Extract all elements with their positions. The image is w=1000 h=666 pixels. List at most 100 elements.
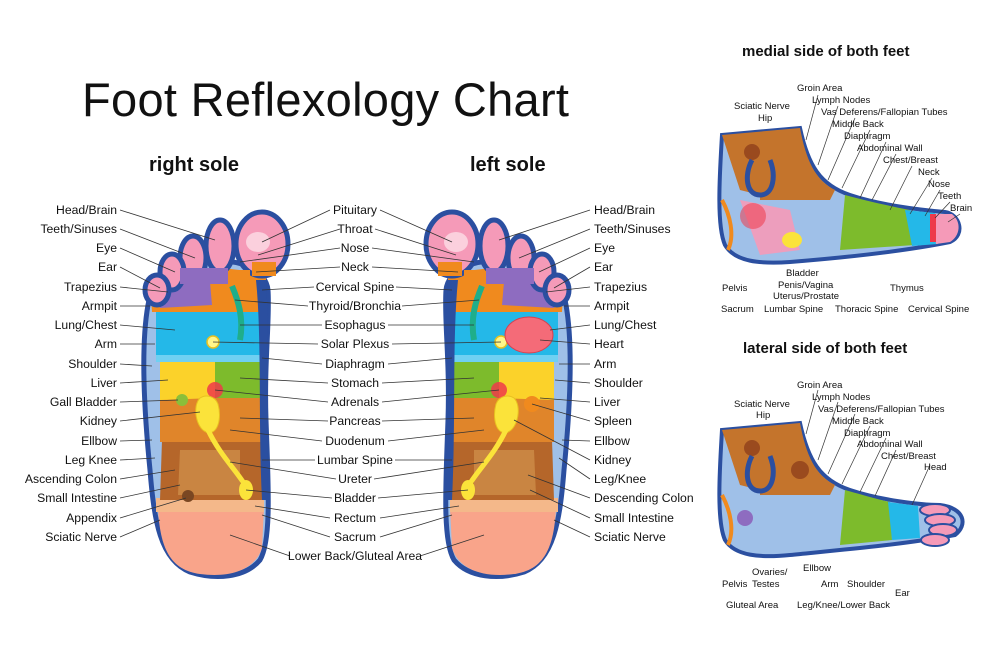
lateral-label-ellbow: Ellbow: [803, 563, 831, 574]
medial-side-title: medial side of both feet: [742, 43, 910, 60]
center-label-stomach: Stomach: [330, 376, 380, 390]
right-label-sciatic-nerve: Sciatic Nerve: [45, 530, 117, 544]
lateral-label-sciatic: Sciatic Nerve: [734, 399, 790, 410]
side-leaders: [805, 94, 961, 506]
lateral-label-middle-back: Middle Back: [832, 416, 884, 427]
left-label-eye: Eye: [594, 241, 616, 255]
medial-label-groin: Groin Area: [797, 83, 843, 94]
medial-label-neck: Neck: [918, 167, 940, 178]
center-label-lumbar-spine: Lumbar Spine: [317, 453, 393, 467]
medial-label-nose: Nose: [928, 179, 951, 190]
medial-label-vas: Vas Deferens/Fallopian Tubes: [821, 107, 948, 118]
right-label-eye: Eye: [95, 241, 117, 255]
medial-label-pelvis: Pelvis: [722, 283, 748, 294]
lateral-label-abdominal: Abdominal Wall: [857, 439, 923, 450]
right-label-kidney: Kidney: [79, 414, 117, 428]
left-label-arm: Arm: [594, 357, 617, 371]
medial-label-sacrum: Sacrum: [721, 304, 754, 315]
lateral-label-diaphragm: Diaphragm: [844, 428, 891, 439]
left-label-shoulder: Shoulder: [594, 376, 643, 390]
right-label-small-intestine: Small Intestine: [37, 491, 117, 505]
right-label-head-brain: Head/Brain: [56, 203, 117, 217]
left-label-trapezius: Trapezius: [594, 280, 648, 294]
lateral-label-lymph: Lymph Nodes: [812, 392, 871, 403]
lateral-label-groin: Groin Area: [797, 380, 843, 391]
medial-label-chest: Chest/Breast: [883, 155, 938, 166]
medial-label-middle-back: Middle Back: [832, 119, 884, 130]
right-label-arm: Arm: [94, 337, 117, 351]
lateral-label-ovaries: Ovaries/: [752, 567, 788, 578]
left-label-lung-chest: Lung/Chest: [594, 318, 657, 332]
center-label-neck: Neck: [341, 260, 369, 274]
center-label-duodenum: Duodenum: [325, 434, 385, 448]
center-label-throat: Throat: [337, 222, 373, 236]
lateral-label-hip: Hip: [756, 410, 771, 421]
right-label-ellbow: Ellbow: [81, 434, 117, 448]
medial-label-hip: Hip: [758, 113, 773, 124]
right-sole-title: right sole: [149, 154, 240, 176]
center-label-nose: Nose: [340, 241, 370, 255]
center-leaders: [212, 209, 502, 557]
medial-label-lymph: Lymph Nodes: [812, 95, 871, 106]
right-label-shoulder: Shoulder: [68, 357, 117, 371]
left-sole-foot: [423, 209, 573, 579]
right-label-armpit: Armpit: [81, 299, 117, 313]
left-label-ellbow: Ellbow: [594, 434, 630, 448]
left-label-kidney: Kidney: [594, 453, 632, 467]
left-label-armpit: Armpit: [594, 299, 630, 313]
right-label-trapezius: Trapezius: [63, 280, 117, 294]
right-label-appendix: Appendix: [66, 511, 117, 525]
left-label-heart: Heart: [594, 337, 624, 351]
center-label-sacrum: Sacrum: [334, 530, 376, 544]
lateral-label-ear: Ear: [895, 588, 910, 599]
lateral-label-shoulder: Shoulder: [847, 579, 886, 590]
left-sole-title: left sole: [470, 154, 546, 176]
medial-label-teeth: Teeth: [938, 191, 962, 202]
right-label-lung-chest: Lung/Chest: [54, 318, 117, 332]
center-label-bladder: Bladder: [333, 491, 376, 505]
center-label-solar-plexus: Solar Plexus: [320, 337, 390, 351]
left-label-head-brain: Head/Brain: [594, 203, 655, 217]
lateral-label-chest: Chest/Breast: [881, 451, 936, 462]
lateral-foot: [717, 420, 965, 559]
medial-label-sciatic: Sciatic Nerve: [734, 101, 790, 112]
center-label-pituitary: Pituitary: [332, 203, 378, 217]
left-label-descending-colon: Descending Colon: [594, 491, 694, 505]
center-label-adrenals: Adrenals: [330, 395, 380, 409]
right-label-liver: Liver: [90, 376, 117, 390]
medial-label-brain: Brain: [950, 203, 973, 214]
lateral-side-title: lateral side of both feet: [743, 340, 908, 357]
lateral-label-vas: Vas Deferens/Fallopian Tubes: [818, 404, 945, 415]
center-label-cervical-spine: Cervical Spine: [315, 280, 395, 294]
lateral-label-arm: Arm: [821, 579, 839, 590]
center-label-thyroid-bronchia: Thyroid/Bronchia: [308, 299, 402, 313]
left-label-liver: Liver: [594, 395, 621, 409]
left-label-small-intestine: Small Intestine: [594, 511, 674, 525]
right-sole-foot: [141, 209, 291, 579]
medial-foot: [717, 125, 962, 265]
lateral-label-testes: Testes: [752, 579, 780, 590]
medial-label-bladder: Bladder: [786, 268, 819, 279]
medial-label-abdominal: Abdominal Wall: [857, 143, 923, 154]
right-label-ascending-colon: Ascending Colon: [24, 472, 117, 486]
left-label-leg-knee: Leg/Knee: [594, 472, 647, 486]
left-sole-leaders: [498, 209, 591, 538]
center-label-rectum: Rectum: [334, 511, 376, 525]
left-label-teeth-sinuses: Teeth/Sinuses: [594, 222, 671, 236]
medial-label-diaphragm: Diaphragm: [844, 131, 891, 142]
medial-label-thoracic: Thoracic Spine: [835, 304, 899, 315]
lateral-label-leg: Leg/Knee/Lower Back: [797, 600, 890, 611]
medial-label-uterus: Uterus/Prostate: [773, 291, 839, 302]
medial-label-penis: Penis/Vagina: [778, 280, 834, 291]
right-label-leg-knee: Leg Knee: [64, 453, 117, 467]
center-label-ureter: Ureter: [338, 472, 372, 486]
lateral-label-head: Head: [924, 462, 947, 473]
medial-label-lumbar: Lumbar Spine: [764, 304, 824, 315]
medial-label-thymus: Thymus: [890, 283, 924, 294]
right-label-teeth-sinuses: Teeth/Sinuses: [40, 222, 117, 236]
medial-label-cervical: Cervical Spine: [908, 304, 970, 315]
lateral-label-gluteal: Gluteal Area: [726, 600, 779, 611]
left-label-ear: Ear: [594, 260, 613, 274]
chart-title: Foot Reflexology Chart: [82, 73, 570, 126]
